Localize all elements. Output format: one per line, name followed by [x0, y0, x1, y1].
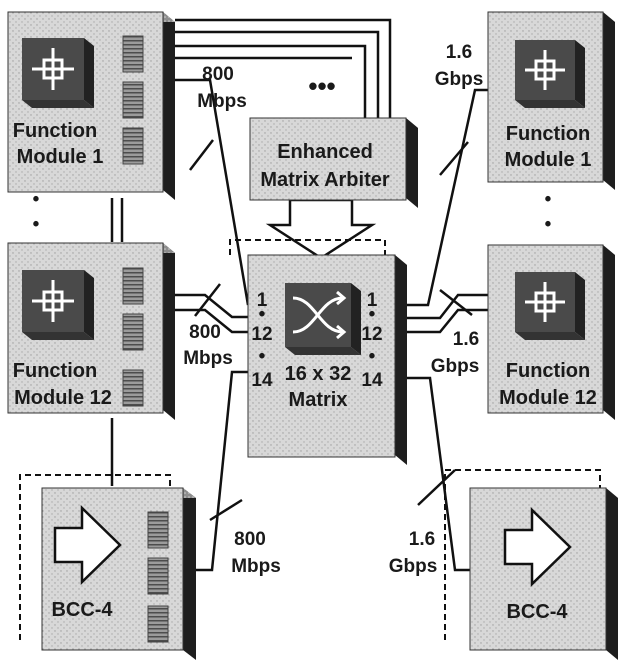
bcc-4-right: BCC-4	[469, 487, 618, 660]
vertical-ellipsis-right-bottom: •	[545, 214, 552, 235]
arbiter-arrow	[265, 198, 377, 260]
link-fm1-matrix	[175, 78, 250, 306]
line-card	[122, 313, 144, 351]
slash-fm1-right	[439, 141, 469, 176]
vertical-ellipsis-right-top: •	[545, 189, 552, 210]
speed-fm1-right-line1: 1.6	[446, 42, 472, 63]
module-label-line1: Function	[506, 360, 590, 382]
port-left-12: 12	[251, 324, 272, 345]
matrix-16x32: 16 x 32 Matrix 1 • 12 • 14 1 • 12 • 14	[247, 254, 407, 465]
speed-fm12-right-line1: 1.6	[453, 329, 479, 350]
vertical-ellipsis-left-bottom: •	[33, 214, 40, 235]
port-right-12: 12	[361, 324, 382, 345]
module-label-line2: Module 1	[505, 149, 592, 171]
enhanced-matrix-arbiter: Enhanced Matrix Arbiter	[249, 117, 418, 208]
speed-fm1-right-line2: Gbps	[435, 69, 484, 90]
connection-lines	[110, 18, 488, 572]
line-card	[122, 35, 144, 73]
function-module-1-right: Function Module 1	[487, 11, 615, 190]
port-left-dots: •	[259, 304, 266, 325]
dashed-bcc-right	[444, 469, 601, 640]
bus-line-top-1	[175, 18, 392, 150]
speed-fm1-line1: 800	[202, 64, 234, 85]
speed-bcc-right-line1: 1.6	[409, 529, 435, 550]
speed-labels: 800 Mbps 800 Mbps 800 Mbps 1.6 Gbps 1.6 …	[183, 42, 483, 577]
port-right-dot2: •	[369, 346, 376, 367]
module-label-line2: Module 12	[14, 387, 112, 409]
speed-fm1-line2: Mbps	[197, 91, 247, 112]
link-matrix-fm12-right-b	[395, 308, 488, 334]
port-right-14: 14	[361, 370, 383, 391]
slash-fm12-right	[439, 289, 473, 316]
link-matrix-bcc-right	[395, 376, 470, 572]
port-right-1: 1	[367, 290, 378, 311]
bcc-label: BCC-4	[51, 599, 113, 621]
switch-icon	[515, 272, 585, 340]
speed-bcc-left-line1: 800	[234, 529, 266, 550]
line-card	[122, 267, 144, 305]
line-card	[147, 605, 169, 643]
module-label-line2: Module 12	[499, 387, 597, 409]
function-module-12-right: Function Module 12	[487, 244, 615, 420]
link-matrix-fm1-right	[395, 88, 488, 307]
switch-icon	[22, 38, 94, 108]
ellipsis-top: •••	[308, 71, 335, 101]
speed-bcc-left-line2: Mbps	[231, 556, 281, 577]
slash-bcc-right	[417, 469, 456, 506]
line-card	[147, 511, 169, 549]
vertical-ellipsis-left-top: •	[33, 189, 40, 210]
arrow-right-icon	[53, 505, 122, 585]
module-label-line1: Function	[13, 120, 97, 142]
dashed-matrix	[229, 239, 386, 255]
port-right-dots: •	[369, 304, 376, 325]
bus-line-top-3	[175, 44, 367, 150]
arbiter-label-line2: Matrix Arbiter	[260, 169, 390, 191]
switch-icon	[22, 270, 94, 340]
switch-icon	[515, 40, 585, 108]
line-card	[122, 369, 144, 407]
dashed-bcc-left	[19, 474, 171, 640]
link-bcc-left-matrix	[196, 370, 252, 572]
link-matrix-fm12-right-a	[395, 293, 488, 320]
module-label-line2: Module 1	[17, 146, 104, 168]
line-card	[122, 127, 144, 165]
line-card	[147, 557, 169, 595]
function-module-12-left: Function Module 12	[7, 242, 175, 420]
speed-fm12-left-line1: 800	[189, 322, 221, 343]
slash-fm12-left	[194, 283, 221, 317]
port-left-dot2: •	[259, 346, 266, 367]
bcc-label: BCC-4	[506, 601, 568, 623]
matrix-label-line1: 16 x 32	[285, 363, 352, 385]
function-module-1-left: Function Module 1	[7, 11, 175, 200]
dashed-outlines	[19, 239, 601, 640]
arbiter-label-line1: Enhanced	[277, 141, 373, 163]
speed-bcc-right-line2: Gbps	[389, 556, 438, 577]
link-fm12-matrix-a	[175, 293, 252, 319]
slash-bcc-left	[209, 498, 243, 522]
bus-line-top-2	[175, 30, 380, 150]
module-label-line1: Function	[506, 123, 590, 145]
port-left-14: 14	[251, 370, 273, 391]
bcc-4-left: BCC-4	[41, 487, 196, 660]
line-card	[122, 81, 144, 119]
module-label-line1: Function	[13, 360, 97, 382]
port-left-1: 1	[257, 290, 268, 311]
matrix-label-line2: Matrix	[289, 389, 348, 411]
crossbar-icon	[285, 283, 361, 355]
speed-fm12-left-line2: Mbps	[183, 348, 233, 369]
arrow-right-icon	[503, 507, 572, 587]
link-fm12-matrix-b	[175, 308, 252, 334]
slash-fm1	[189, 139, 214, 171]
speed-fm12-right-line2: Gbps	[431, 356, 480, 377]
